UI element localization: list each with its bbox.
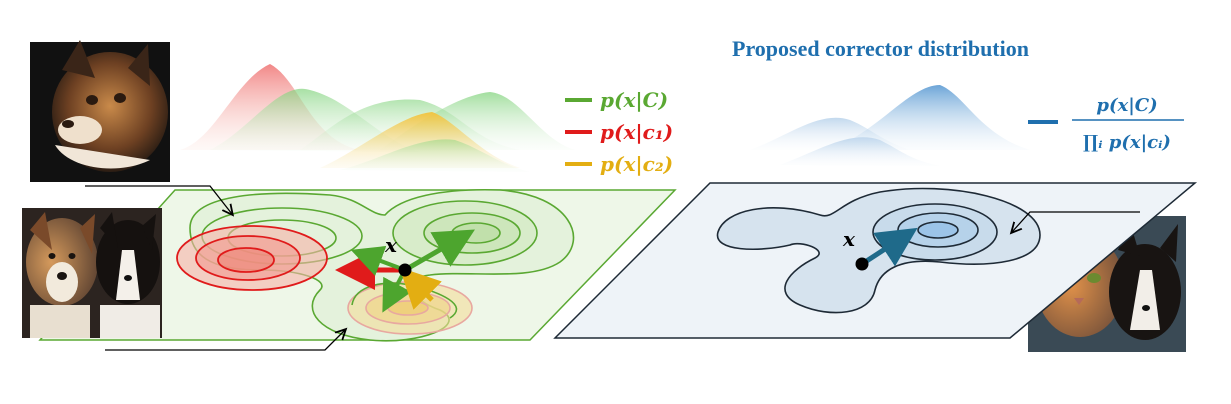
left-density-mountains <box>180 64 575 172</box>
legend-label-green: p(x|C) <box>600 88 668 112</box>
point-x-left-label: x <box>384 233 398 257</box>
two-dogs-photo <box>22 208 162 338</box>
corrector-formula: p(x|C) ∏ᵢ p(x|cᵢ) <box>1028 95 1184 153</box>
formula-numerator: p(x|C) <box>1096 95 1157 116</box>
legend: p(x|C) p(x|c₁) p(x|c₂) <box>565 88 673 176</box>
point-x-right-label: x <box>842 227 856 251</box>
green-score-arrow <box>403 229 475 273</box>
yellow-contours <box>347 281 473 335</box>
left-plane: x <box>38 185 677 351</box>
right-title: Proposed corrector distribution <box>732 36 1029 61</box>
red-contours <box>176 225 328 291</box>
legend-label-red: p(x|c₁) <box>600 120 673 144</box>
legend-label-yellow: p(x|c₂) <box>600 152 673 176</box>
blue-score-arrow <box>860 227 918 267</box>
right-density-mountains <box>750 85 1030 166</box>
formula-denominator: ∏ᵢ p(x|cᵢ) <box>1083 132 1171 153</box>
cat-dog-portrait-photo <box>30 40 170 182</box>
point-x-left <box>398 263 412 277</box>
yellow-score-arrow <box>399 267 442 310</box>
point-x-right <box>855 257 869 271</box>
right-plane: x <box>553 182 1198 339</box>
